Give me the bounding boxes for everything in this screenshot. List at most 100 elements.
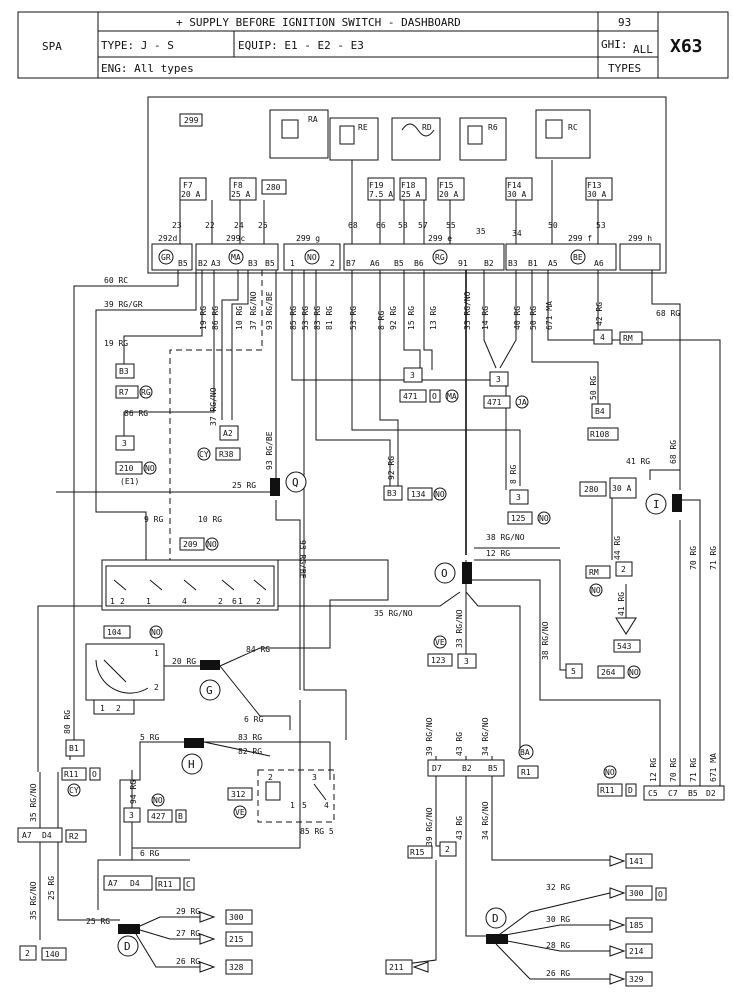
arrow-141: 141 xyxy=(629,857,644,866)
int-wire-68: 68 xyxy=(348,221,358,230)
comp-r38-name: R38 xyxy=(219,450,234,459)
fuse-f8-rating: 25 A xyxy=(231,190,250,199)
arrow-300b-tag: O xyxy=(658,890,663,899)
fuse-f15: F15 20 A xyxy=(437,177,465,201)
pin-2: 2 xyxy=(330,259,335,268)
block-299g: 299 g xyxy=(296,234,320,243)
wire-label: 42 RG xyxy=(595,302,604,326)
sw-lbl-8: 2 xyxy=(256,597,261,606)
int-wire-25: 25 xyxy=(258,221,268,230)
box-280-fusebox: 280 xyxy=(266,183,281,192)
block-299c: 299c xyxy=(226,234,245,243)
arrow-destinations: 300 215 328 211 141 300 O 185 214 329 xyxy=(135,853,667,987)
sw-lbl-7: 1 xyxy=(238,597,243,606)
comp-r11o-tag2: CY xyxy=(69,786,79,795)
wire-label: 93 RG/BE xyxy=(298,540,307,579)
wire-label: 68 RG xyxy=(669,440,678,464)
wire-label: 34 RG/NO xyxy=(481,717,490,756)
r11c-pin-d4: D4 xyxy=(130,879,140,888)
relay312-pin1: 1 xyxy=(290,801,295,810)
block-299f: 299 f xyxy=(568,234,592,243)
page-title: + SUPPLY BEFORE IGNITION SWITCH - DASHBO… xyxy=(176,16,461,29)
wire-label: 71 RG xyxy=(709,546,718,570)
block-tag-be: BE xyxy=(573,253,583,262)
title-block: + SUPPLY BEFORE IGNITION SWITCH - DASHBO… xyxy=(17,11,729,79)
pin-b5: B5 xyxy=(178,259,188,268)
int-wire-55: 55 xyxy=(446,221,456,230)
comp-r11d-name: R11 xyxy=(600,786,615,795)
fuse-f8-id: F8 xyxy=(233,181,243,190)
wire-label: 39 RG/NO xyxy=(425,807,434,846)
wire-label: 40 RG xyxy=(513,306,522,330)
comp-427-tag2: B xyxy=(178,812,183,821)
comp-427-pin: 3 xyxy=(129,811,134,820)
wire-label: 27 RG xyxy=(176,929,200,938)
comp-r15-pin: 2 xyxy=(445,845,450,854)
wire-label: 29 RG xyxy=(176,907,200,916)
comp-r11c-tag: C xyxy=(186,880,191,889)
comp-140-pin: 2 xyxy=(25,949,30,958)
arrow-211: 211 xyxy=(389,963,404,972)
wire-label: 25 RG xyxy=(86,917,110,926)
comp-210-name: 210 xyxy=(119,464,134,473)
comp-210-pin: 3 xyxy=(122,439,127,448)
wire-label: 60 RC xyxy=(104,276,128,285)
comp-r7-name: R7 xyxy=(119,388,129,397)
c-pin-b5: B5 xyxy=(688,789,698,798)
int-wire-35: 35 xyxy=(476,227,486,236)
fuse-f18-rating: 25 A xyxy=(401,190,420,199)
eng-label: ENG: All types xyxy=(101,62,194,75)
comp-134-tag: NO xyxy=(435,490,445,499)
wire-label: 37 RG/NO xyxy=(249,291,258,330)
r1-pin-b5: B5 xyxy=(488,764,498,773)
pin-a3: A3 xyxy=(211,259,221,268)
r1-pin-b2: B2 xyxy=(462,764,472,773)
comp-r11o-tag: O xyxy=(92,770,97,779)
wire-label: 671 MA xyxy=(545,301,554,330)
wire-label: 13 RG xyxy=(429,306,438,330)
wire-label: 12 RG xyxy=(486,549,510,558)
int-wire-23: 23 xyxy=(172,221,182,230)
comp-543-name: 543 xyxy=(617,642,632,651)
wire-label: 8 RG xyxy=(509,465,518,484)
int-wire-58: 58 xyxy=(398,221,408,230)
wire-label: 25 RG xyxy=(47,876,56,900)
fuse-f13-rating: 30 A xyxy=(587,190,606,199)
pin-b7: B7 xyxy=(346,259,356,268)
comp-rm-name: RM xyxy=(623,334,633,343)
fuse-f7-rating: 20 A xyxy=(181,190,200,199)
fusebox-connector-row: 292d 299c 299 g 299 e 299 f 299 h GR MA … xyxy=(151,234,661,271)
fuse-f15-id: F15 xyxy=(439,181,454,190)
relay-rc-label: RC xyxy=(568,123,578,132)
fusebox: 299 RA RE RD R6 RC F xyxy=(147,96,667,274)
comp-140-name: 140 xyxy=(45,950,60,959)
wire-label: 70 RG xyxy=(689,546,698,570)
comp-rm2-name: RM xyxy=(589,568,599,577)
comp-209-name: 209 xyxy=(183,540,198,549)
wire-label: 71 RG xyxy=(689,758,698,782)
wire-label: 33 RG/NO xyxy=(455,609,464,648)
comp-471a-name: 471 xyxy=(403,392,418,401)
sw-lbl-5: 2 xyxy=(218,597,223,606)
comp-471a-tag: O xyxy=(432,392,437,401)
relay-r6: R6 xyxy=(459,117,507,161)
wire-label: 92 RG xyxy=(389,306,398,330)
diagram-code: X63 xyxy=(670,36,703,57)
wire-label: 14 RG xyxy=(481,306,490,330)
relay-r6-label: R6 xyxy=(488,123,498,132)
comp-r2-name: R2 xyxy=(69,832,79,841)
ghi-value: ALL xyxy=(633,43,653,56)
int-wire-53: 53 xyxy=(596,221,606,230)
relay312-pin3: 3 xyxy=(312,773,317,782)
comp-r7-tag: RG xyxy=(141,388,151,397)
pin-b3: B3 xyxy=(248,259,258,268)
fuse-f7-id: F7 xyxy=(183,181,193,190)
comp-264-tag: NO xyxy=(629,668,639,677)
fuse-f19-rating: 7.5 A xyxy=(369,190,393,199)
int-wire-34: 34 xyxy=(512,229,522,238)
arrow-300a: 300 xyxy=(229,913,244,922)
int-wire-66: 66 xyxy=(376,221,386,230)
wire-label: 70 RG xyxy=(669,758,678,782)
wire-label: 50 RG xyxy=(529,306,538,330)
comp-471a-tag2: MA xyxy=(447,392,457,401)
